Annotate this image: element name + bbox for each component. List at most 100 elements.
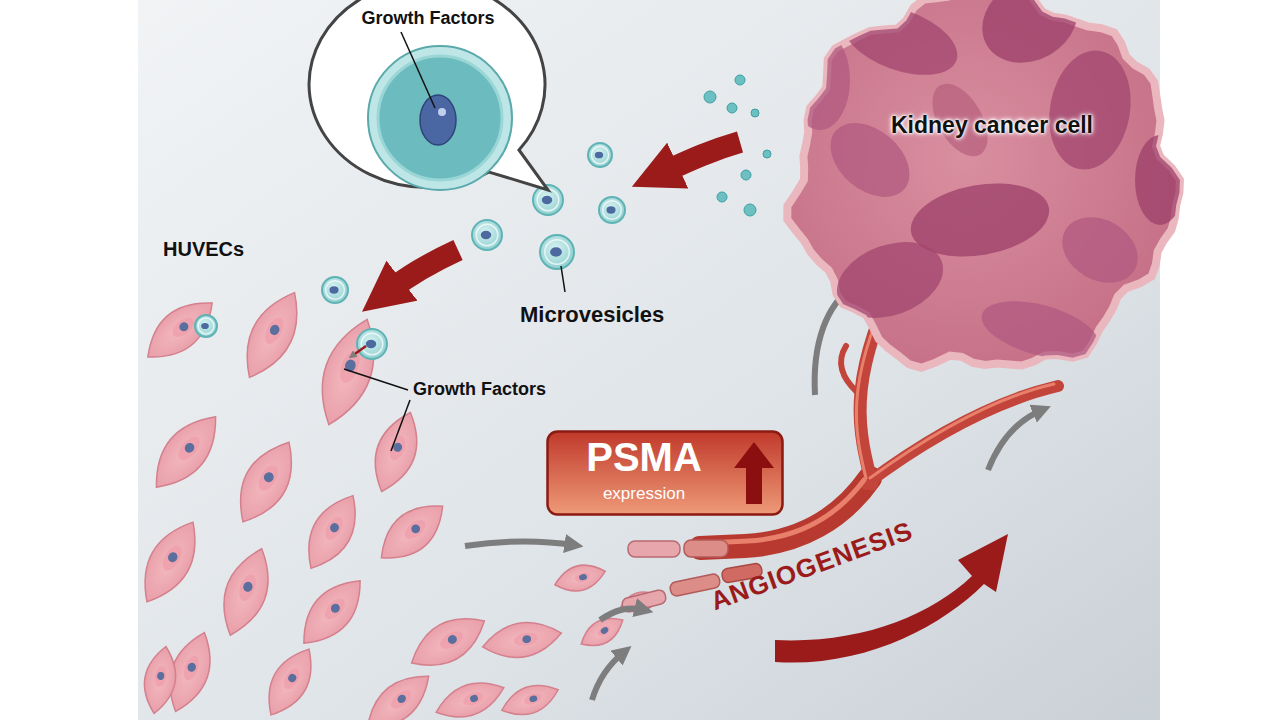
microvesicle (322, 277, 348, 303)
callout-bubble: Growth Factors (305, 0, 551, 194)
cell-body (402, 605, 494, 680)
growth-factor (268, 323, 281, 337)
endothelial-cell (256, 641, 324, 720)
cell-body (356, 663, 439, 720)
cell-body (552, 559, 609, 596)
cell-inner (388, 687, 414, 712)
released-vesicle (744, 204, 756, 216)
leader-lines (344, 266, 565, 451)
vesicle-ring (591, 146, 608, 163)
microvesicle (357, 329, 387, 359)
cell-texture (790, 0, 1185, 370)
cell-body (139, 644, 181, 716)
highlight (438, 108, 446, 116)
grey-arrow (592, 652, 624, 700)
node-shape (305, 0, 551, 194)
vesicle-membrane (357, 329, 387, 359)
released-vesicle (763, 150, 771, 158)
cell-inner (281, 666, 303, 692)
grey-arrow (465, 541, 574, 546)
vessel-sprout (841, 346, 857, 392)
cell-inner (181, 654, 202, 682)
cell-body (130, 512, 211, 612)
growth-factor (550, 247, 562, 257)
cell-inner (437, 628, 466, 653)
cell-inner (255, 462, 282, 494)
growth-factor (329, 602, 342, 615)
endothelial-cell (369, 492, 455, 573)
leader-line (391, 400, 410, 451)
growth-factor (529, 695, 539, 704)
cell-body (295, 486, 370, 578)
grey-arrow (988, 410, 1042, 470)
callout-bubble (309, 0, 548, 190)
cell-inner (261, 315, 288, 347)
cell-body (431, 673, 509, 720)
vesicle-lumen (378, 56, 502, 180)
text-label: HUVECs (163, 238, 244, 261)
growth-factor (522, 635, 532, 644)
node-text: PSMA (556, 434, 732, 480)
vesicle-ring (603, 201, 622, 220)
endothelial-cell (480, 616, 565, 664)
endothelial-cell (232, 283, 312, 386)
growth-factor (287, 672, 298, 683)
growth-factor (469, 694, 479, 703)
vesicle-membrane (540, 235, 574, 269)
growth-factor (409, 523, 421, 535)
cell-body (256, 641, 324, 720)
cell-inner (523, 691, 543, 706)
up-arrow (734, 442, 774, 504)
microvesicle (599, 197, 625, 223)
cell-inner (574, 571, 591, 584)
leader-line (344, 369, 408, 390)
growth-factor (420, 95, 456, 145)
vesicle-ring (198, 318, 214, 334)
microvesicle (472, 220, 502, 250)
growth-factor (600, 626, 610, 635)
vesicle-ring (537, 189, 559, 211)
cell-inner (159, 542, 186, 573)
cell-inner (401, 516, 428, 542)
released-vesicle (717, 192, 727, 202)
endothelial-cell (139, 644, 181, 716)
cell-body (212, 542, 281, 642)
vessel-segment (684, 540, 728, 557)
endothelial-cell (402, 605, 494, 680)
growth-factor (446, 633, 458, 645)
growth-factor (262, 470, 275, 484)
leader-line (401, 32, 435, 108)
growth-factor (328, 521, 340, 533)
released-vesicle (735, 75, 745, 85)
growth-factor (166, 551, 179, 564)
cell-inner (236, 572, 259, 603)
cell-inner (461, 690, 485, 708)
chromatin-patch (833, 0, 966, 89)
endothelial-cell (552, 559, 609, 596)
endothelial-cell (431, 673, 509, 720)
growth-factor (481, 231, 492, 239)
released-vesicle (741, 170, 751, 180)
growth-factor (201, 323, 209, 329)
growth-factor (157, 671, 165, 680)
microvesicle (195, 315, 217, 337)
red-arrow (390, 250, 458, 290)
vessel-segment (628, 541, 680, 557)
chromatin-patch (790, 30, 850, 130)
endothelial-cell (364, 406, 428, 498)
endothelial-cell (356, 663, 439, 720)
cell-body (364, 406, 428, 498)
grey-arrow (600, 608, 644, 620)
cell-inner (174, 433, 203, 464)
endothelial-cell (497, 677, 562, 720)
growth-factor (183, 441, 197, 455)
uptake-arrow (352, 346, 366, 356)
growth-factor (329, 286, 338, 293)
vessel-highlight (870, 384, 1054, 478)
growth-factor (186, 661, 197, 673)
chromatin-patch (1050, 204, 1149, 296)
node-shape (780, 0, 1180, 390)
endothelial-cell (212, 542, 281, 642)
cell-inner (596, 624, 613, 638)
